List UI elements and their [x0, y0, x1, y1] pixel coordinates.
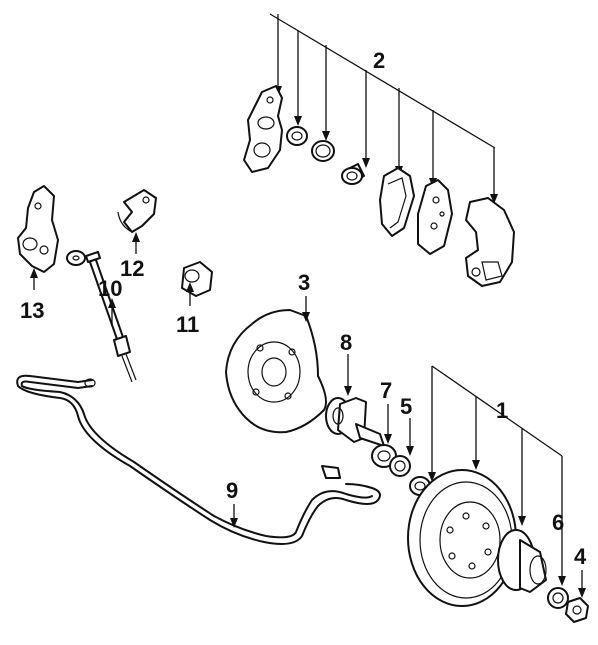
- callout-4-label: 4: [574, 544, 587, 569]
- inner-brake-pad: [379, 167, 415, 237]
- mounting-bracket-13: [17, 185, 59, 273]
- callout-9-label: 9: [226, 478, 238, 503]
- splash-shield-3: [225, 309, 327, 434]
- callout-10-label: 10: [98, 276, 122, 301]
- caliper-piston: [341, 163, 365, 185]
- callout-12-label: 12: [120, 256, 144, 281]
- wheel-hub: [497, 529, 547, 593]
- caliper-housing: [465, 197, 515, 287]
- outer-bearing-6: [547, 587, 569, 609]
- callout-13-label: 13: [20, 298, 44, 323]
- caliper-bracket: [243, 85, 283, 173]
- stabilizer-link-10: [66, 250, 137, 383]
- caliper-bushing: [286, 126, 308, 146]
- callout-2-label: 2: [373, 48, 385, 73]
- callout-1-leaders: [428, 365, 566, 586]
- callout-11-label: 11: [176, 312, 199, 337]
- outer-brake-pad: [417, 179, 453, 255]
- callout-7-label: 7: [380, 378, 392, 403]
- callout-3-label: 3: [298, 270, 310, 295]
- callout-1-label: 1: [496, 398, 508, 423]
- callout-5-label: 5: [400, 394, 412, 419]
- seal-5: [389, 455, 411, 477]
- callout-6-label: 6: [552, 510, 564, 535]
- brake-rotor: [407, 469, 517, 607]
- clamp-12: [117, 189, 157, 233]
- spindle-nut-4: [565, 597, 589, 623]
- spindle-8: [325, 397, 385, 447]
- stabilizer-bar-9: [16, 374, 381, 545]
- piston-seal: [311, 140, 335, 162]
- callout-8-label: 8: [340, 330, 352, 355]
